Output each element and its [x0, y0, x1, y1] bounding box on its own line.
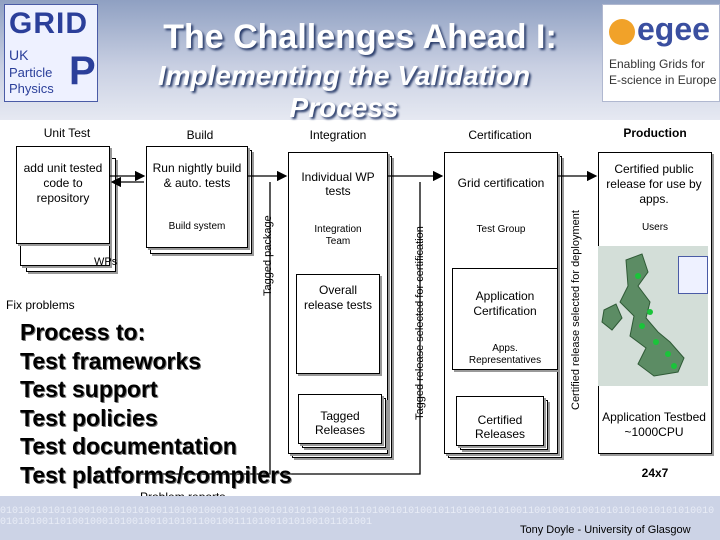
- public-release-label: Certified public release for use by apps…: [606, 162, 702, 206]
- apps-representatives-label: Apps. Representatives: [468, 343, 542, 366]
- egee-tagline-1: Enabling Grids for: [609, 57, 706, 71]
- column-unit-test: Unit Test: [43, 126, 91, 140]
- column-production: Production: [623, 126, 687, 140]
- app-cert-box: Application Certification Apps. Represen…: [452, 268, 558, 370]
- flow-arrows: [110, 170, 598, 475]
- wps-label: WPs: [94, 256, 118, 268]
- build-system-label: Build system: [168, 221, 226, 232]
- title-banner: [0, 0, 720, 120]
- process-list: Process to: Test frameworks Test support…: [20, 318, 292, 489]
- egee-tagline-2: E-science in Europe: [609, 73, 717, 87]
- test-group-label: Test Group: [476, 224, 526, 235]
- uk-map-image: [598, 246, 708, 386]
- slide-title: The Challenges Ahead I:: [163, 18, 557, 56]
- egee-logo: egee Enabling Grids for E-science in Eur…: [602, 4, 720, 102]
- tagged-releases-box: Tagged Releases: [298, 394, 382, 444]
- gridpp-logo-particle: Particle: [9, 65, 53, 80]
- slide-subtitle: Implementing the Validation Process: [157, 60, 531, 123]
- process-line-2: Test frameworks: [20, 347, 202, 374]
- process-line-6: Test platforms/compilers: [20, 461, 292, 488]
- uk-map-icon: [601, 253, 685, 377]
- integration-team-label: Integration Team: [314, 224, 362, 247]
- column-integration: Integration: [309, 128, 367, 142]
- problem-reports-loop: [140, 182, 271, 475]
- app-certification-label: Application Certification: [473, 289, 537, 318]
- grid-certification-label: Grid certification: [457, 176, 545, 190]
- author-credit: Tony Doyle - University of Glasgow: [520, 524, 691, 536]
- column-build: Build: [186, 128, 214, 142]
- process-line-1: Process to:: [20, 319, 146, 345]
- process-line-4: Test policies: [20, 404, 158, 431]
- gridpp-logo-p: P: [69, 49, 96, 93]
- gridpp-mini-logo: [678, 256, 708, 294]
- individual-wp-tests-label: Individual WP tests: [301, 170, 375, 198]
- process-line-5: Test documentation: [20, 433, 237, 459]
- egee-globe-icon: [609, 19, 635, 45]
- gridpp-logo-uk: UK: [9, 47, 29, 63]
- problem-reports-loop-cert: [280, 182, 421, 475]
- unit-test-box: add unit tested code to repository: [16, 146, 110, 244]
- process-line-3: Test support: [20, 376, 158, 402]
- overall-release-box: Overall release tests: [296, 274, 380, 374]
- gridpp-logo: GRID UK Particle Physics P: [4, 4, 98, 102]
- build-box: Run nightly build & auto. tests Build sy…: [146, 146, 248, 248]
- gridpp-logo-text: GRID: [9, 7, 88, 40]
- application-testbed-label: Application Testbed ~1000CPU: [602, 410, 706, 439]
- gridpp-logo-physics: Physics: [9, 81, 54, 96]
- fix-problems-label: Fix problems: [6, 298, 75, 312]
- overall-release-label: Overall release tests: [303, 283, 373, 312]
- nightly-build-label: Run nightly build & auto. tests: [152, 161, 242, 190]
- certified-releases-box: Certified Releases: [456, 396, 544, 446]
- certified-releases-label: Certified Releases: [474, 413, 526, 441]
- add-unit-label: add unit tested code to repository: [23, 161, 103, 205]
- availability-label: 24x7: [641, 466, 669, 480]
- users-label: Users: [641, 222, 669, 233]
- egee-logo-text: egee: [637, 11, 710, 47]
- binary-footer-band: 0101001010101001001010101001101001000101…: [0, 496, 720, 540]
- tagged-releases-label: Tagged Releases: [314, 409, 366, 437]
- column-certification: Certification: [468, 128, 532, 142]
